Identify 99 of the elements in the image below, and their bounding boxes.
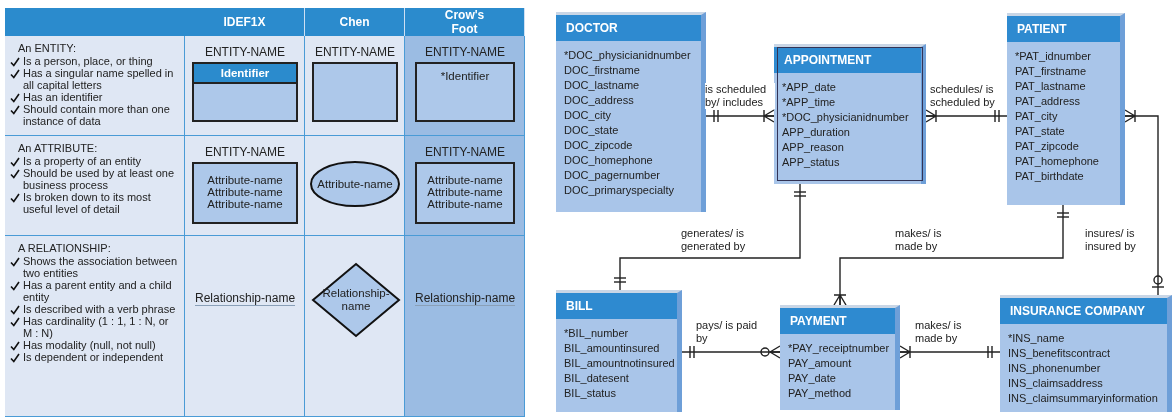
attribute-text: *BIL_number: [563, 326, 630, 341]
entity-table: [1007, 13, 1125, 205]
bullet-text: Should be used by at least one business process: [23, 167, 176, 191]
attribute-text: *APP_date: [781, 80, 837, 95]
attribute-text: Attribute-name: [206, 198, 284, 210]
attribute-text: PAT_city: [1014, 109, 1059, 124]
attribute-text: BIL_amountinsured: [563, 341, 661, 356]
relationship-name-text: Relationship-name: [415, 291, 516, 306]
attribute-text: Attribute-name: [426, 186, 504, 198]
attribute-text: DOC_homephone: [563, 153, 654, 168]
identifier-band: Identifier: [194, 64, 296, 84]
bullet-text: Is a property of an entity: [23, 155, 141, 167]
attribute-text: PAT_firstname: [1014, 64, 1088, 79]
attribute-text: PAY_method: [787, 386, 853, 401]
attribute-text: APP_duration: [781, 125, 851, 140]
attribute-text: INS_claimsaddress: [1007, 376, 1104, 391]
attribute-text: DOC_state: [563, 123, 620, 138]
entity-table: [774, 44, 926, 184]
attribute-text: DOC_primaryspecialty: [563, 183, 676, 198]
bullet-text: Has a singular name spelled in all capital letters: [23, 67, 175, 91]
attribute-text: PAT_zipcode: [1014, 139, 1080, 154]
relationship-line: [614, 183, 806, 291]
attribute-text: PAT_address: [1014, 94, 1081, 109]
entity-title: INSURANCE COMPANY: [1000, 298, 1167, 324]
relationship-name-text: Relationship-name: [321, 287, 391, 313]
edge-label: is scheduled by/ includes: [705, 83, 775, 109]
entity-title: DOCTOR: [556, 15, 701, 41]
bullet-text: Is broken down to its most useful level of detail: [23, 191, 152, 215]
attribute-text: *INS_name: [1007, 331, 1066, 346]
relationship-line: [833, 204, 1069, 306]
attribute-text: *DOC_physicianidnumber: [563, 48, 692, 63]
entity-title: APPOINTMENT: [774, 47, 921, 73]
entity-title: PATIENT: [1007, 16, 1120, 42]
bullet-text: Has modality (null, not null): [23, 339, 156, 351]
attribute-text: *DOC_physicianidnumber: [781, 110, 910, 125]
attribute-text: DOC_lastname: [563, 78, 641, 93]
relationship-name-text: Relationship-name: [195, 291, 296, 306]
attribute-text: PAT_state: [1014, 124, 1066, 139]
attribute-text: Attribute-name: [206, 174, 284, 186]
attribute-text: INS_phonenumber: [1007, 361, 1102, 376]
attribute-text: PAY_date: [787, 371, 837, 386]
section-title: An ENTITY:: [17, 42, 78, 54]
attribute-text: DOC_address: [563, 93, 635, 108]
attribute-text: *PAT_idnumber: [1014, 49, 1093, 64]
entity-table: [780, 305, 900, 410]
bullet-text: Has an identifier: [23, 91, 103, 103]
relationship-diamond: [311, 262, 401, 338]
bullet-text: Is a person, place, or thing: [23, 55, 153, 67]
attribute-text: PAY_amount: [787, 356, 853, 371]
bullet-text: Shows the association between two entities: [23, 255, 179, 279]
entity-notation: [413, 144, 517, 224]
attribute-text: APP_status: [781, 155, 841, 170]
bullet-text: Should contain more than one instance of data: [23, 103, 171, 127]
entity-name-text: ENTITY-NAME: [423, 44, 507, 60]
entity-name-text: ENTITY-NAME: [423, 144, 507, 160]
relationship-line: [1124, 109, 1165, 296]
attribute-name-text: Attribute-name: [317, 177, 393, 191]
attribute-text: DOC_pagernumber: [563, 168, 661, 183]
attribute-text: *Identifier: [439, 70, 491, 82]
entity-name-text: ENTITY-NAME: [313, 44, 397, 60]
attribute-text: BIL_amountnotinsured: [563, 356, 676, 371]
attribute-text: *PAY_receiptnumber: [787, 341, 891, 356]
entity-table: [556, 12, 706, 212]
section-title: An ATTRIBUTE:: [17, 142, 99, 154]
relationship-line: [925, 109, 1008, 123]
attribute-text: BIL_datesent: [563, 371, 630, 386]
relationship-line: [705, 109, 775, 123]
attribute-text: PAT_lastname: [1014, 79, 1087, 94]
attribute-ellipse: [309, 160, 401, 208]
attribute-text: PAT_birthdate: [1014, 169, 1085, 184]
bullet-text: Is dependent or independent: [23, 351, 164, 363]
bullet-text: Has cardinality (1 : 1, 1 : N, or M : N): [23, 315, 170, 339]
bullet-text: Has a parent entity and a child entity: [23, 279, 173, 303]
bullet-text: Is described with a verb phrase: [23, 303, 176, 315]
relationship-line: [899, 345, 1001, 359]
entity-title: BILL: [556, 293, 677, 319]
attribute-text: PAT_homephone: [1014, 154, 1100, 169]
attribute-text: APP_reason: [781, 140, 845, 155]
entity-notation: [310, 44, 400, 122]
attribute-text: Attribute-name: [426, 174, 504, 186]
section-title: A RELATIONSHIP:: [17, 242, 112, 254]
entity-table: [556, 290, 682, 412]
entity-notation: [190, 44, 300, 122]
entity-name-text: ENTITY-NAME: [203, 144, 287, 160]
entity-name-text: ENTITY-NAME: [203, 44, 287, 60]
entity-notation: [413, 44, 517, 122]
attribute-text: DOC_city: [563, 108, 613, 123]
attribute-text: DOC_firstname: [563, 63, 641, 78]
attribute-text: INS_benefitscontract: [1007, 346, 1112, 361]
attribute-text: DOC_zipcode: [563, 138, 634, 153]
entity-notation: [190, 144, 300, 224]
attribute-text: *APP_time: [781, 95, 837, 110]
attribute-text: INS_claimsummaryinformation: [1007, 391, 1159, 406]
relationship-line: [681, 345, 781, 359]
attribute-text: BIL_status: [563, 386, 617, 401]
entity-table: [1000, 295, 1172, 412]
entity-title: PAYMENT: [780, 308, 895, 334]
attribute-text: Attribute-name: [426, 198, 504, 210]
attribute-text: Attribute-name: [206, 186, 284, 198]
